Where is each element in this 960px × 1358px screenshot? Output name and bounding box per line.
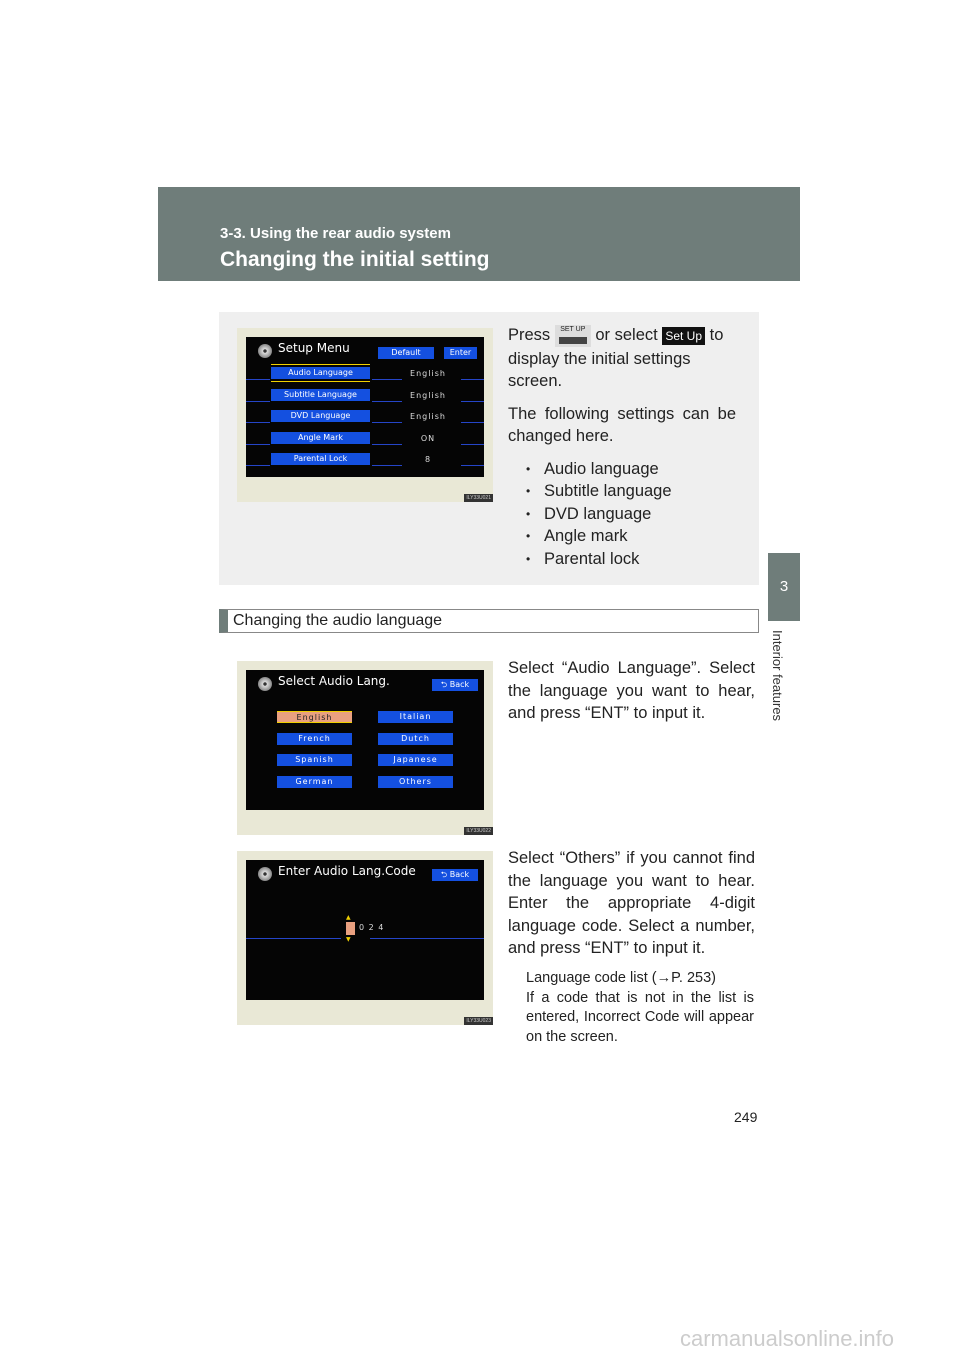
back-button: ⮌ Back	[432, 869, 478, 881]
language-option: Spanish	[277, 754, 352, 766]
watermark: carmanualsonline.info	[680, 1326, 895, 1351]
settings-list: Audio languageSubtitle languageDVD langu…	[526, 458, 736, 571]
back-icon: ⮌	[440, 870, 448, 879]
disc-icon	[258, 344, 272, 358]
page-title: Changing the initial setting	[220, 248, 490, 271]
figure-code: ILY33U021	[464, 494, 493, 502]
setting-value: English	[410, 369, 446, 378]
chapter-tab: 3	[768, 553, 800, 621]
intro-text: Press SET UP or select Set Up to display…	[508, 324, 736, 570]
language-option: French	[277, 732, 352, 745]
back-label: Back	[449, 870, 470, 879]
setup-menu-screenshot: Setup Menu Default Enter Audio Language …	[237, 328, 493, 502]
setting-value: English	[410, 390, 446, 400]
setup-hardware-button: SET UP	[554, 324, 591, 347]
following-text: The following settings can be changed he…	[508, 404, 736, 446]
figure-code: ILY33U023	[464, 1017, 493, 1025]
setting-list-item: Parental lock	[526, 548, 736, 571]
section-heading: Changing the audio language	[219, 609, 759, 633]
screen-title: Setup Menu	[278, 341, 350, 355]
code-cursor	[346, 922, 355, 935]
or-select-text: or select	[595, 326, 658, 344]
back-label: Back	[449, 680, 470, 689]
default-button: Default	[378, 347, 434, 359]
setup-key: Set Up	[662, 327, 706, 345]
page-number: 249	[734, 1109, 758, 1125]
back-button: ⮌ Back	[432, 679, 478, 691]
setting-2: DVD Language	[271, 410, 370, 422]
disc-icon	[258, 677, 272, 691]
language-option: English	[277, 711, 352, 723]
setting-list-item: Subtitle language	[526, 480, 736, 503]
language-option: Japanese	[378, 754, 453, 766]
screen-title: Enter Audio Lang.Code	[278, 864, 416, 878]
step2-text: Select “Others” if you cannot find the l…	[508, 849, 755, 957]
setting-value: 8	[424, 455, 432, 464]
setting-0: Audio Language	[271, 367, 370, 379]
enter-code-screenshot: Enter Audio Lang.Code ⮌ Back ▲ ▼ 0 2 4 I…	[237, 851, 493, 1025]
language-option: Others	[378, 775, 453, 788]
step1-text: Select “Audio Language”. Select the lang…	[508, 659, 755, 722]
enter-button: Enter	[444, 347, 477, 359]
setting-list-item: Angle mark	[526, 525, 736, 548]
section-label: 3-3. Using the rear audio system	[220, 225, 451, 242]
language-option: Dutch	[378, 732, 453, 745]
setting-value: ON	[420, 433, 436, 443]
setting-list-item: Audio language	[526, 458, 736, 481]
press-text: Press	[508, 326, 551, 344]
setting-1: Subtitle Language	[271, 388, 370, 401]
page-header: 3-3. Using the rear audio system Changin…	[158, 187, 800, 281]
note: Language code list (→P. 253) If a code t…	[526, 969, 754, 1047]
code-digits: 0 2 4	[359, 923, 385, 932]
back-icon: ⮌	[440, 680, 448, 689]
select-language-screenshot: Select Audio Lang. ⮌ Back English Italian…	[237, 661, 493, 835]
screen-title: Select Audio Lang.	[278, 674, 390, 688]
code-list-reference: Language code list (→P. 253)	[526, 970, 716, 986]
intro-rest-text: to display the initial settings screen.	[508, 326, 724, 390]
figure-code: ILY33U022	[464, 827, 493, 835]
disc-icon	[258, 867, 272, 881]
setting-3: Angle Mark	[271, 431, 370, 444]
up-arrow-icon: ▲	[346, 914, 351, 921]
setup-button-label: SET UP	[560, 325, 586, 333]
setup-button-bar	[558, 336, 587, 344]
setting-4: Parental Lock	[271, 453, 370, 465]
language-option: German	[277, 775, 352, 788]
note-text: If a code that is not in the list is ent…	[526, 989, 754, 1045]
language-option: Italian	[378, 711, 453, 723]
chapter-label: Interior features	[770, 630, 785, 722]
down-arrow-icon: ▼	[346, 936, 351, 943]
setting-list-item: DVD language	[526, 503, 736, 526]
setting-value: English	[410, 412, 446, 421]
